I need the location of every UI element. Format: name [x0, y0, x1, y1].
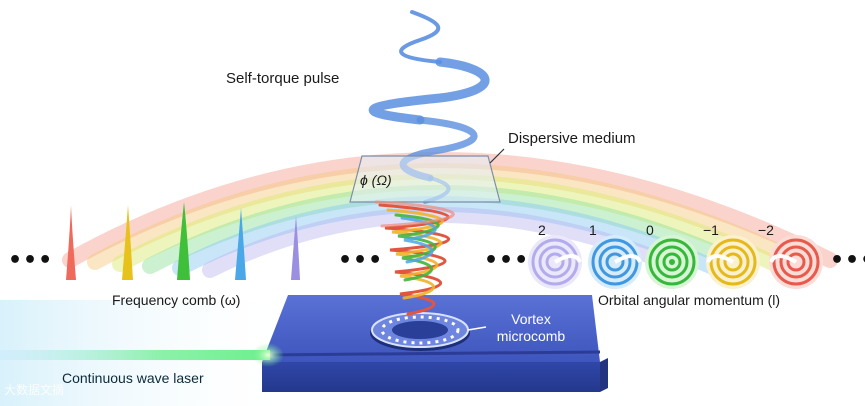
comb-line-green — [170, 202, 197, 280]
vortex-pointer — [467, 326, 487, 331]
comb-line-yellow — [115, 205, 140, 280]
vortex-label-line1: Vortex — [511, 311, 551, 327]
dispersive-medium-plate — [349, 155, 501, 203]
ellipsis-left: ••• — [8, 248, 54, 273]
ellipsis-center-left: ••• — [338, 248, 384, 273]
oam-spiral-1 — [588, 235, 642, 289]
oam-number-minus1: −1 — [703, 222, 719, 238]
ellipsis-center-right: ••• — [484, 248, 530, 273]
comb-line-blue — [228, 208, 253, 280]
oam-number-1: 1 — [589, 222, 597, 238]
continuous-wave-laser-label: Continuous wave laser — [62, 370, 204, 386]
laser-beam — [0, 350, 270, 360]
waveguide — [261, 350, 601, 357]
ellipsis-right: ••• — [830, 248, 865, 273]
comb-line-violet — [284, 216, 307, 280]
orbital-angular-momentum-label: Orbital angular momentum (l) — [598, 292, 781, 308]
frequency-comb — [58, 202, 307, 280]
oam-spiral-0 — [645, 235, 699, 289]
oam-spirals — [528, 235, 823, 289]
vortex-label-line2: microcomb — [496, 328, 566, 344]
watermark: 大数据文摘 — [4, 383, 65, 397]
vortex-microring — [370, 312, 470, 351]
dispersive-medium-label: Dispersive medium — [508, 130, 636, 147]
oam-spiral-2 — [528, 235, 582, 289]
vortex-beams — [374, 200, 455, 316]
oam-number-minus2: −2 — [758, 222, 774, 238]
self-torque-pulse-label: Self-torque pulse — [226, 70, 340, 87]
oam-number-2: 2 — [538, 222, 546, 238]
vortex-microcomb-label: Vortex microcomb — [488, 311, 574, 345]
phi-omega-label: ϕ (Ω) — [360, 172, 392, 188]
oam-spiral-minus1 — [706, 235, 760, 289]
laser-glow — [252, 343, 284, 367]
oam-number-0: 0 — [646, 222, 654, 238]
chip-substrate — [262, 295, 608, 392]
dispersive-medium-pointer — [489, 148, 505, 164]
frequency-comb-label: Frequency comb (ω) — [112, 292, 241, 308]
comb-line-red — [58, 205, 84, 280]
oam-spiral-minus2 — [769, 235, 823, 289]
